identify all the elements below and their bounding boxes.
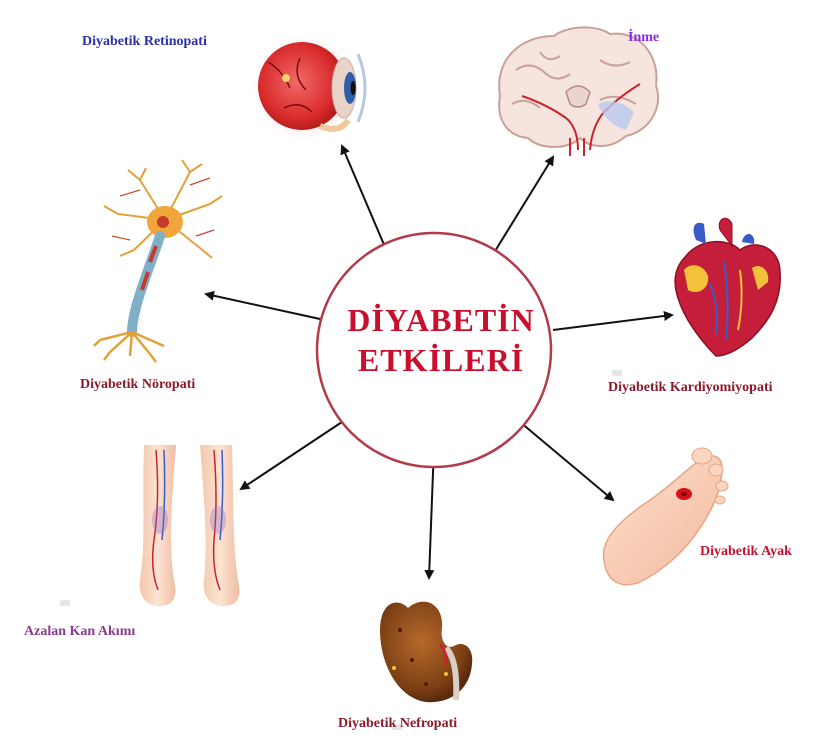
foot-icon [603,448,728,585]
arrow-ayak [520,422,613,500]
brain-icon [499,27,658,156]
arrow-inme [492,157,553,256]
label-ayak: Diyabetik Ayak [700,544,792,560]
label-noropati: Diyabetik Nöropati [80,377,195,393]
label-inme: İnme [628,30,659,46]
label-nefropati: Diyabetik Nefropati [338,716,457,732]
legs-icon [140,445,240,606]
arrow-noropati [206,294,320,319]
arrow-retinopati [342,146,388,254]
label-kardiyomiyopati: Diyabetik Kardiyomiyopati [608,380,773,396]
kidney-icon [380,602,472,703]
center-title: DİYABETİN ETKİLERİ [318,300,564,380]
center-title-line1: DİYABETİN [318,300,564,340]
label-kan-akimi: Azalan Kan Akımı [24,624,135,640]
center-title-line2: ETKİLERİ [318,340,564,380]
heart-icon [675,218,780,356]
arrow-kardiyomiyopati [553,315,672,330]
arrow-kan-akimi [241,420,345,489]
eye-icon [249,32,365,144]
neuron-icon [94,160,222,362]
label-retinopati: Diyabetik Retinopati [82,34,207,50]
